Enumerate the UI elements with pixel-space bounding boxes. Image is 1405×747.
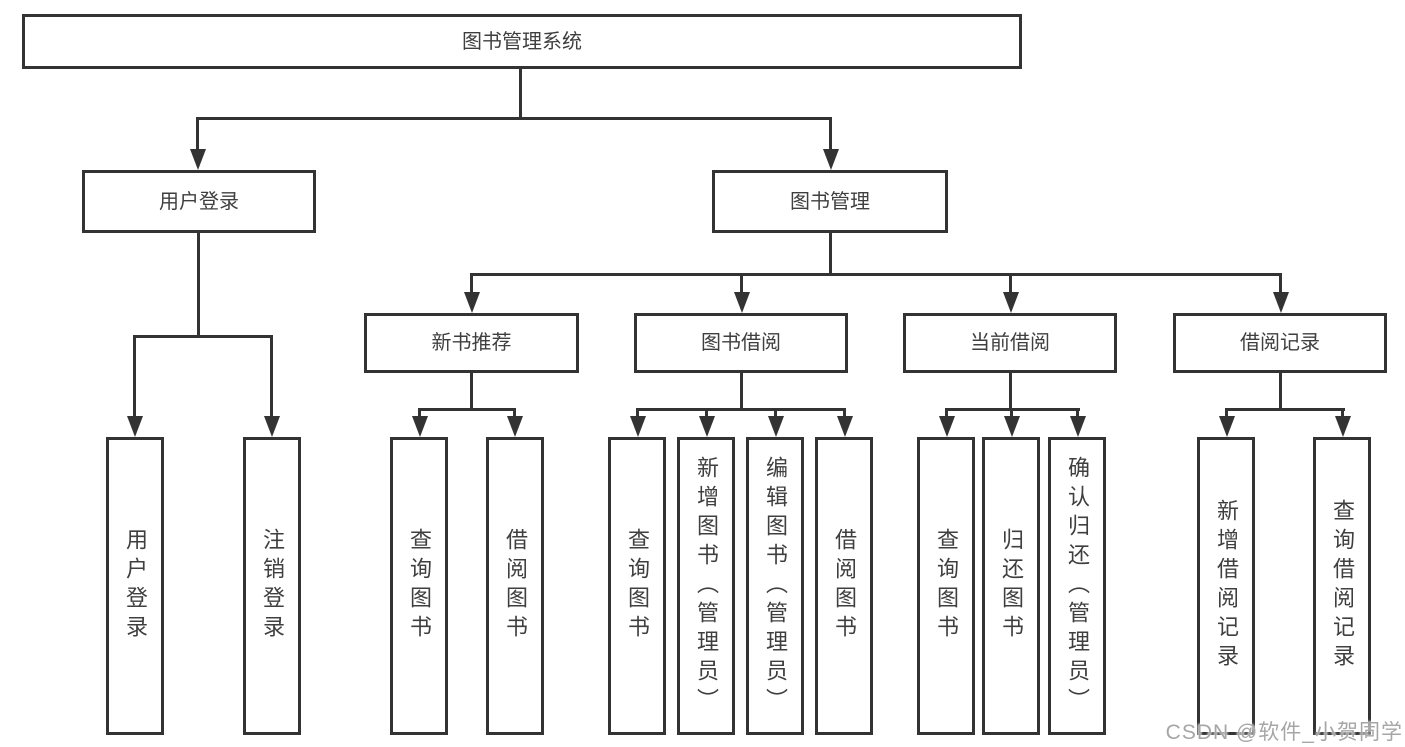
connector-root-stub xyxy=(519,69,522,119)
arrow-to-borrowing-query-books xyxy=(636,408,639,416)
node-label: 编辑图书（管理员） xyxy=(763,455,788,717)
node-label: 查询图书 xyxy=(407,528,432,644)
node-leaf-borrowing-add-books-admin: 新增图书（管理员） xyxy=(677,437,735,735)
arrow-to-leaf-user-login xyxy=(133,335,136,416)
node-label: 图书管理 xyxy=(790,190,870,213)
node-current-borrowing: 当前借阅 xyxy=(903,313,1117,373)
arrow-to-book-management xyxy=(829,117,832,149)
node-label: 确认归还（管理员） xyxy=(1065,455,1090,717)
node-label: 借阅图书 xyxy=(503,528,528,644)
arrow-to-borrowing-add-books xyxy=(705,408,708,416)
arrow-to-recommend-query-books xyxy=(418,408,421,416)
node-leaf-records-query-record: 查询借阅记录 xyxy=(1313,437,1371,735)
node-borrowing-records: 借阅记录 xyxy=(1173,313,1387,373)
node-book-management: 图书管理 xyxy=(712,170,948,233)
node-label: 查询图书 xyxy=(625,528,650,644)
connector-recommendation-split xyxy=(418,408,516,411)
node-label: 注销登录 xyxy=(260,528,285,644)
arrow-to-recommend-borrow-books xyxy=(513,408,516,416)
node-label: 借阅图书 xyxy=(832,528,857,644)
node-label: 查询图书 xyxy=(934,528,959,644)
arrow-to-user-login xyxy=(196,117,199,149)
node-leaf-recommend-borrow-books: 借阅图书 xyxy=(486,437,544,735)
node-label: 图书管理系统 xyxy=(462,30,582,53)
connector-book-management-split xyxy=(470,273,1282,276)
arrow-to-borrowing-edit-books xyxy=(774,408,777,416)
node-label: 图书借阅 xyxy=(701,332,781,354)
node-leaf-user-login: 用户登录 xyxy=(106,437,164,735)
arrow-to-current-confirm-return xyxy=(1076,408,1079,416)
arrow-to-current-return-books xyxy=(1010,408,1013,416)
node-book-borrowing: 图书借阅 xyxy=(634,313,848,373)
node-label: 用户登录 xyxy=(159,190,239,213)
connector-records-stub xyxy=(1279,373,1282,411)
node-user-login: 用户登录 xyxy=(82,170,316,233)
node-leaf-records-add-record: 新增借阅记录 xyxy=(1197,437,1255,735)
node-label: 查询借阅记录 xyxy=(1330,499,1355,673)
node-leaf-current-confirm-return-admin: 确认归还（管理员） xyxy=(1048,437,1106,735)
connector-current-stub xyxy=(1009,373,1012,411)
node-leaf-borrowing-borrow-books: 借阅图书 xyxy=(815,437,873,735)
connector-book-management-stub xyxy=(829,233,832,276)
arrow-to-current-borrowing xyxy=(1009,273,1012,292)
arrow-to-records-add-record xyxy=(1225,408,1228,416)
arrow-to-borrowing-records xyxy=(1279,273,1282,292)
arrow-to-current-query-books xyxy=(945,408,948,416)
connector-user-login-split xyxy=(133,335,273,338)
arrow-to-leaf-logout xyxy=(270,335,273,416)
connector-user-login-stub xyxy=(197,233,200,338)
connector-recommendation-stub xyxy=(470,373,473,411)
node-new-book-recommendation: 新书推荐 xyxy=(364,313,579,373)
node-leaf-borrowing-edit-books-admin: 编辑图书（管理员） xyxy=(746,437,804,735)
node-leaf-recommend-query-books: 查询图书 xyxy=(390,437,448,735)
arrow-to-records-query-record xyxy=(1341,408,1344,416)
connector-records-split xyxy=(1225,408,1345,411)
node-label: 归还图书 xyxy=(999,528,1024,644)
connector-borrowing-stub xyxy=(740,373,743,411)
node-label: 新书推荐 xyxy=(431,332,512,354)
arrow-to-book-borrowing xyxy=(740,273,743,292)
node-label: 用户登录 xyxy=(123,528,148,644)
arrow-to-new-book-recommendation xyxy=(470,273,473,292)
node-label: 借阅记录 xyxy=(1240,332,1320,354)
node-label: 新增图书（管理员） xyxy=(694,455,719,717)
csdn-watermark: CSDN @软件_小贺同学 xyxy=(1165,721,1403,744)
connector-borrowing-split xyxy=(636,408,845,411)
node-library-management-system: 图书管理系统 xyxy=(22,14,1022,69)
node-leaf-current-query-books: 查询图书 xyxy=(917,437,975,735)
node-leaf-logout: 注销登录 xyxy=(243,437,301,735)
node-label: 当前借阅 xyxy=(970,332,1050,354)
node-leaf-borrowing-query-books: 查询图书 xyxy=(608,437,666,735)
connector-level1-split xyxy=(196,117,832,120)
node-label: 新增借阅记录 xyxy=(1214,499,1239,673)
node-leaf-current-return-books: 归还图书 xyxy=(982,437,1040,735)
arrow-to-borrowing-borrow-books xyxy=(843,408,846,416)
